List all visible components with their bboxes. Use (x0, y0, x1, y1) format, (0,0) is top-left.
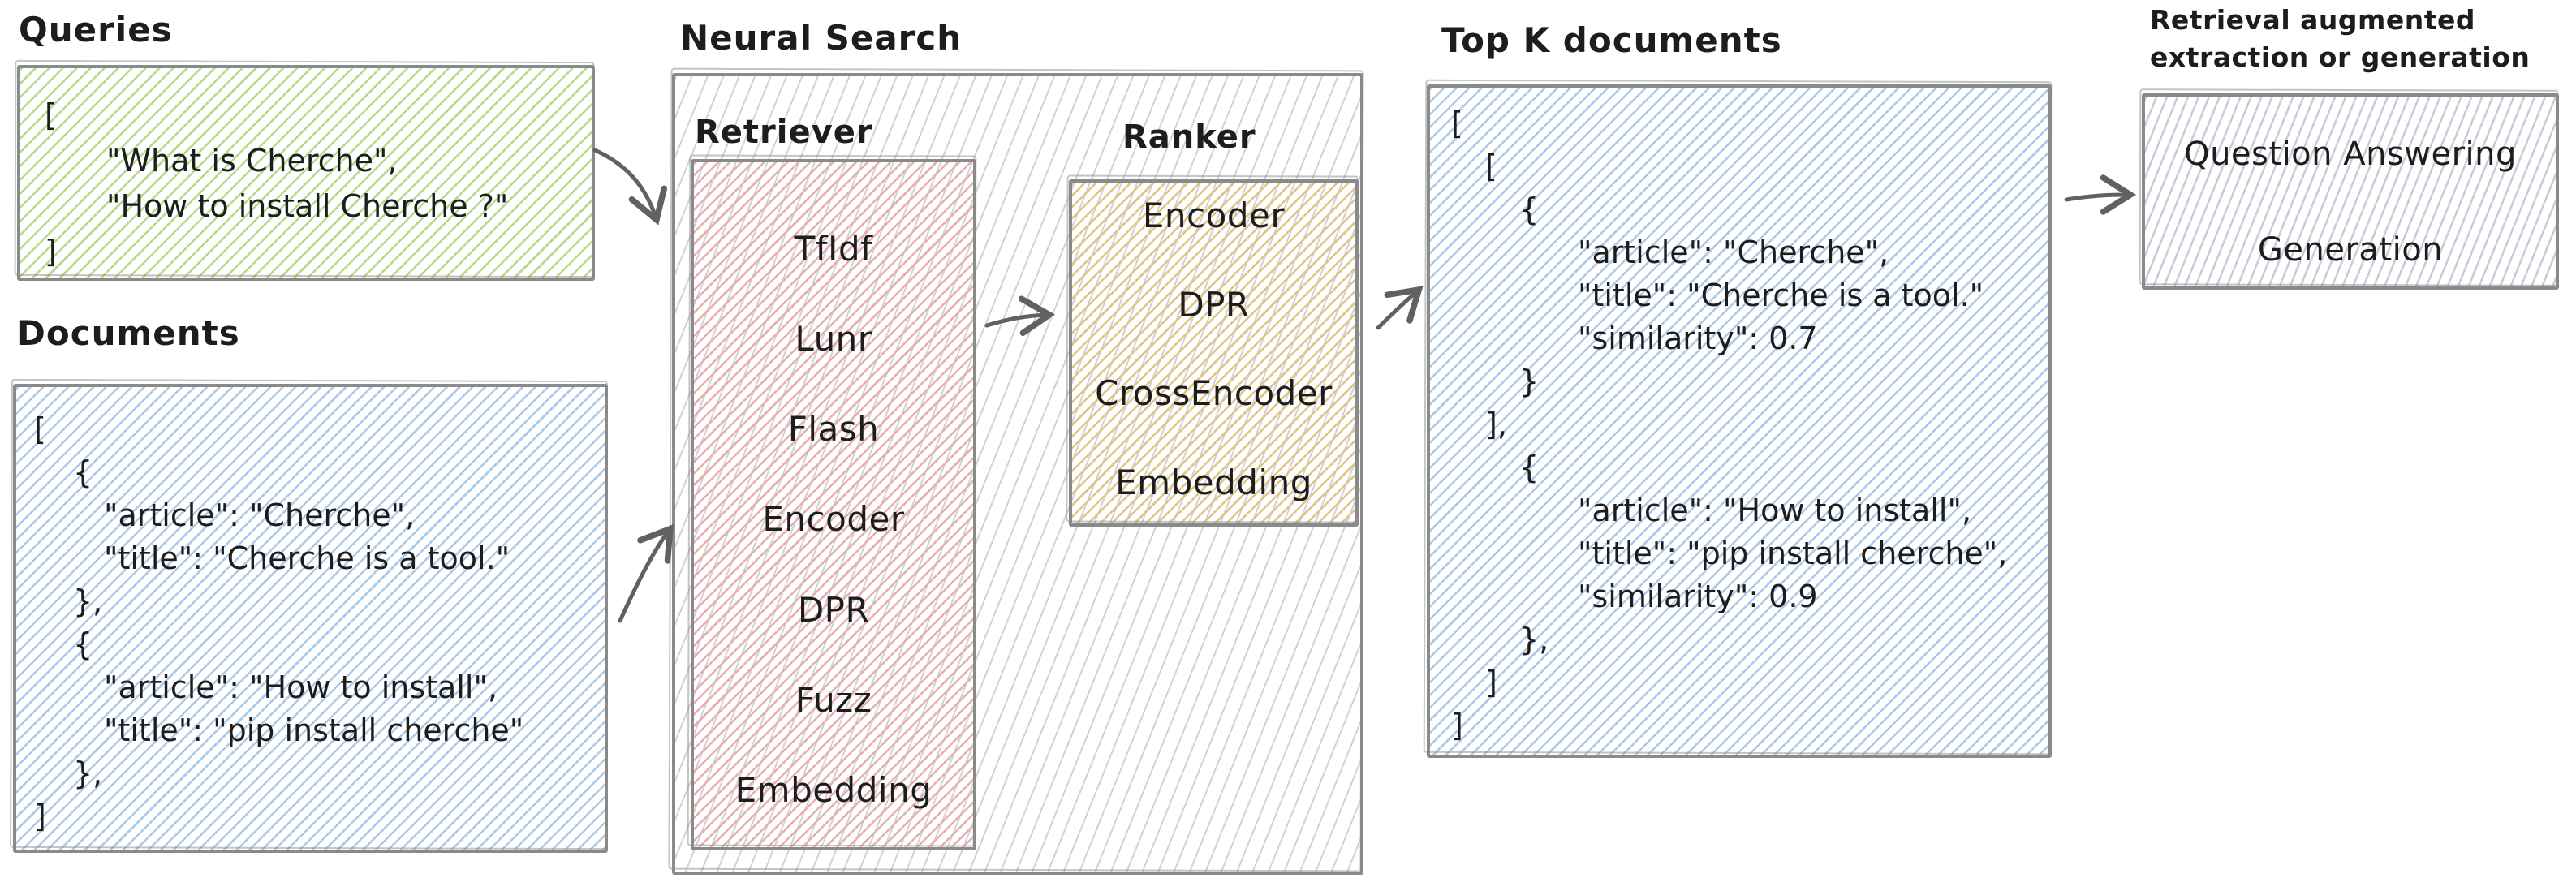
code-line: ] (45, 234, 57, 269)
code-line: ] (1451, 708, 1463, 743)
module-item: DPR (1178, 284, 1250, 325)
code-line: "article": "Cherche", (104, 497, 416, 533)
module-item: Generation (2257, 231, 2444, 269)
module-item: Question Answering (2184, 136, 2517, 173)
retriever-label: Retriever (695, 114, 873, 151)
documents-code: [ { "article": "Cherche", "title": "Cherche… (16, 387, 605, 850)
code-line: "article": "Cherche", (1578, 235, 1889, 270)
top-k-documents-label: Top K documents (1441, 20, 1782, 60)
code-line: } (1519, 364, 1540, 399)
module-item: CrossEncoder (1095, 373, 1333, 414)
code-line: [ (45, 97, 57, 133)
documents-label: Documents (17, 313, 240, 353)
code-line: [ (1451, 105, 1463, 141)
top-k-documents-box: [ [ { "article": "Cherche", "title": "Cherch… (1427, 84, 2052, 758)
code-line: "title": "Cherche is a tool." (1578, 278, 1984, 313)
code-line: ], (1485, 407, 1507, 442)
code-line: }, (1519, 622, 1549, 657)
code-line: "similarity": 0.7 (1578, 321, 1818, 356)
module-item: Embedding (734, 769, 933, 810)
top-k-code: [ [ { "article": "Cherche", "title": "Cherch… (1430, 88, 2048, 755)
arrow-documents-to-neural-search (618, 523, 674, 623)
module-item: DPR (797, 589, 870, 630)
module-item: Lunr (795, 319, 872, 359)
code-line: [ (1485, 148, 1497, 184)
code-line: { (1519, 192, 1540, 227)
neural-search-label: Neural Search (680, 18, 963, 58)
module-item: Encoder (762, 499, 905, 540)
code-line: ] (1485, 665, 1497, 700)
code-line: ] (34, 798, 46, 834)
code-line: "title": "Cherche is a tool." (104, 540, 510, 576)
rag-label: Retrieval augmented extraction or genera… (2150, 2, 2530, 76)
rag-label-line2: extraction or generation (2150, 41, 2531, 73)
queries-box: [ "What is Cherche", "How to install Cherc… (17, 65, 595, 281)
code-line: }, (73, 583, 103, 619)
code-line: "How to install Cherche ?" (106, 188, 509, 224)
queries-label: Queries (19, 10, 173, 50)
module-item: Flash (787, 409, 880, 450)
code-line: { (73, 626, 93, 662)
documents-box: [ { "article": "Cherche", "title": "Cherche… (13, 384, 608, 853)
code-line: { (1519, 450, 1540, 485)
code-line: "title": "pip install cherche" (104, 712, 524, 748)
module-item: Fuzz (795, 679, 872, 720)
code-line: "What is Cherche", (106, 143, 398, 179)
arrow-neural-search-to-top-k (1376, 286, 1424, 330)
module-item: Embedding (1115, 462, 1312, 502)
code-line: [ (34, 411, 46, 447)
arrow-top-k-to-rag (2064, 174, 2137, 215)
arrow-queries-to-neural-search (592, 148, 668, 226)
code-line: }, (73, 755, 103, 791)
code-line: { (73, 454, 93, 490)
rag-label-line1: Retrieval augmented (2150, 4, 2476, 36)
module-item: Encoder (1142, 196, 1286, 235)
code-line: "article": "How to install", (1578, 493, 1972, 528)
ranker-label: Ranker (1122, 118, 1256, 156)
queries-code: [ "What is Cherche", "How to install Cherc… (20, 68, 592, 278)
code-line: "article": "How to install", (104, 669, 498, 705)
module-item: TfIdf (794, 229, 873, 269)
code-line: "similarity": 0.9 (1578, 579, 1818, 614)
code-line: "title": "pip install cherche", (1578, 536, 2008, 571)
